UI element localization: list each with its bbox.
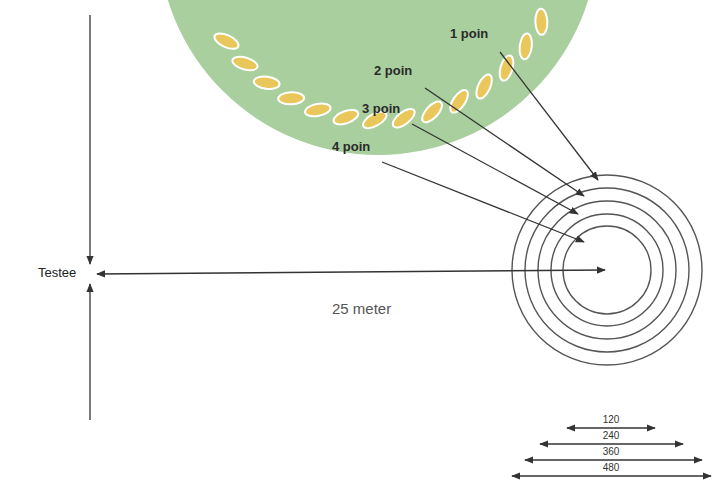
rope-twist [419,98,446,125]
dimension-value: 240 [601,430,622,442]
testee-label: Testee [36,266,78,281]
leader-line [382,162,584,242]
leader-line [500,52,598,180]
rope-twist [231,54,259,73]
score-label: 4 poin [330,140,372,155]
leader-lines [382,52,598,242]
logo-disc [158,0,598,155]
rope-twist [212,30,241,52]
vertical-arrow [89,15,90,264]
dimension-value: 480 [601,462,622,474]
rope-twist [304,102,332,119]
leader-line [425,88,584,196]
rope-twist [518,33,533,60]
vertical-arrow [89,284,90,420]
rope-twist [253,75,280,90]
leader-line [412,124,578,214]
rope-twist [535,9,548,35]
rope-twist [473,72,495,101]
score-label: 3 poin [360,102,402,117]
dimension-value: 360 [601,446,622,458]
watermark-logo [158,0,598,155]
distance-label: 25 meter [330,300,393,317]
distance-arrow [97,270,605,274]
score-label: 1 poin [448,27,490,42]
rope-twist [278,92,304,105]
dimension-arrow [512,475,711,476]
dimension-value: 120 [601,414,622,426]
score-label: 2 poin [372,64,414,79]
distance-arrows [90,15,711,476]
dimension-arrow [540,443,683,444]
dimension-arrow [567,427,655,428]
logo-rope [212,9,548,132]
dimension-arrow [525,459,702,460]
rope-twist [332,107,361,127]
